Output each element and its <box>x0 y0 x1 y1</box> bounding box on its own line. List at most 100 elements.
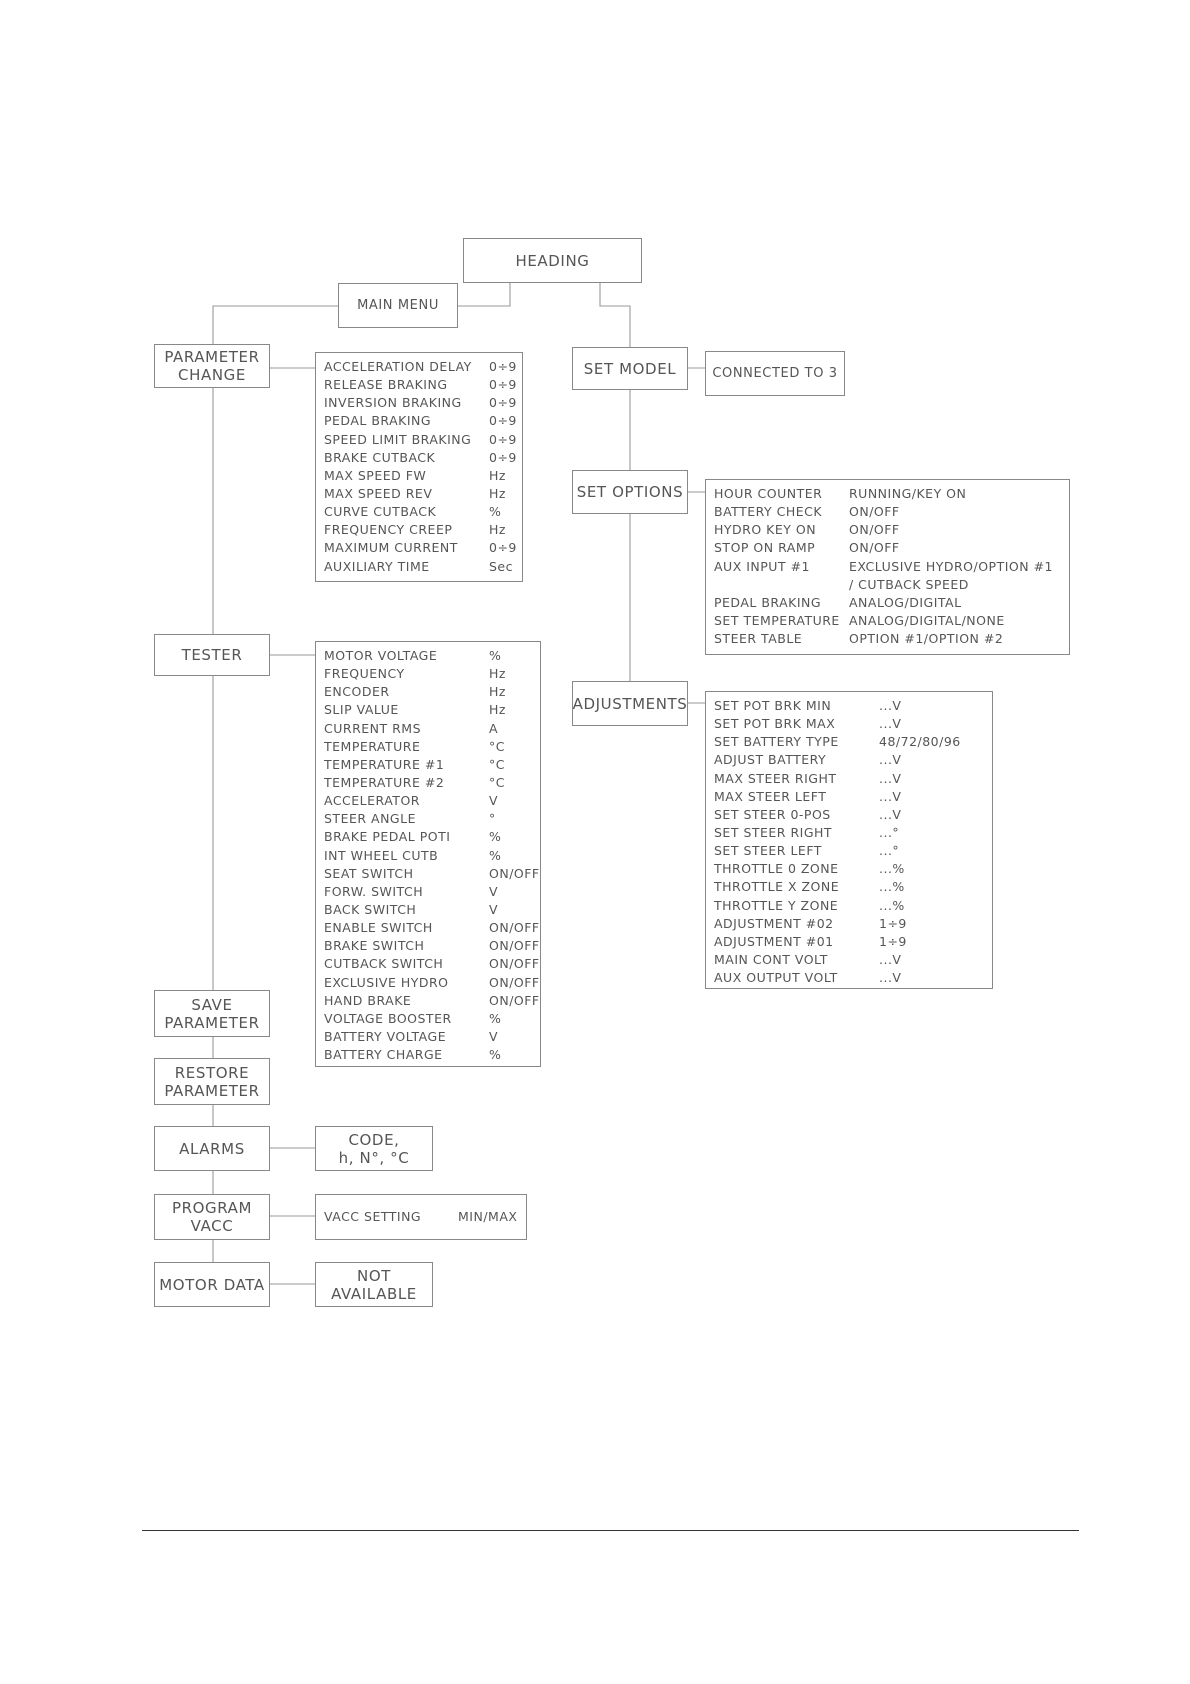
item-name: INVERSION BRAKING <box>324 395 462 411</box>
item-value: V <box>489 1028 499 1044</box>
item-value: ON/OFF <box>489 992 540 1008</box>
list-item: BATTERY CHARGE% <box>324 1047 540 1065</box>
item-value: ANALOG/DIGITAL <box>849 594 962 610</box>
list-item: ENCODER Hz <box>324 684 540 702</box>
item-value: °C <box>489 738 505 754</box>
item-name: BACK SWITCH <box>324 901 417 917</box>
detail-line: CODE, <box>348 1130 400 1149</box>
item-value: ON/OFF <box>849 540 900 556</box>
node-label-line: VACC <box>190 1217 234 1235</box>
list-item: SET POT BRK MAX...V <box>714 716 992 734</box>
list-item: MOTOR VOLTAGE% <box>324 648 540 666</box>
alarms-node: ALARMS <box>154 1126 270 1171</box>
item-name: SET STEER 0-POS <box>714 806 831 822</box>
item-value: ON/OFF <box>489 865 540 881</box>
item-value: ...° <box>879 824 900 840</box>
item-name: HYDRO KEY ON <box>714 522 817 538</box>
item-value: ...V <box>879 716 902 732</box>
node-label-line: MOTOR DATA <box>159 1275 265 1294</box>
list-item: THROTTLE Y ZONE...% <box>714 898 992 916</box>
node-label-line: SAVE <box>191 995 233 1014</box>
node-label-line: TESTER <box>181 646 243 664</box>
item-value: 0÷9 <box>489 413 517 429</box>
item-value: Hz <box>489 684 506 700</box>
node-label-line: PARAMETER <box>164 348 260 366</box>
node-label-line: PARAMETER <box>164 1081 260 1100</box>
item-name: SET TEMPERATURE <box>714 612 840 628</box>
list-item: INT WHEEL CUTB% <box>324 848 540 866</box>
item-value: V <box>489 901 499 917</box>
list-item: ADJUST BATTERY ...V <box>714 752 992 770</box>
heading-box: HEADING <box>463 238 642 283</box>
heading-label: HEADING <box>515 251 590 270</box>
item-value: Hz <box>489 666 506 682</box>
list-item: AUX OUTPUT VOLT...V <box>714 970 992 988</box>
list-item: MAX STEER LEFT...V <box>714 789 992 807</box>
item-value: RUNNING/KEY ON <box>849 486 967 501</box>
node-label-line: PROGRAM <box>171 1199 253 1217</box>
list-item: TEMPERATURE #2 °C <box>324 775 540 793</box>
item-name: TEMPERATURE <box>324 738 421 754</box>
item-value: Hz <box>489 485 506 501</box>
list-item: BATTERY VOLTAGE V <box>324 1029 540 1047</box>
list-item: ACCELERATOR V <box>324 793 540 811</box>
item-name: MAX SPEED FW <box>324 467 427 483</box>
node-label-line: CHANGE <box>178 366 246 384</box>
item-value: °C <box>489 774 505 790</box>
list-item: SET STEER LEFT...° <box>714 843 992 861</box>
item-value: ...V <box>879 806 902 822</box>
item-name: CURVE CUTBACK <box>324 504 437 520</box>
list-item: VOLTAGE BOOSTER% <box>324 1011 540 1029</box>
item-name: ENABLE SWITCH <box>324 920 433 936</box>
item-name: ENCODER <box>324 684 390 700</box>
item-name: THROTTLE Y ZONE <box>714 897 839 913</box>
detail-line: AVAILABLE <box>331 1284 417 1303</box>
alarms-detail-box: CODE, h, N°, °C <box>315 1126 433 1171</box>
detail-line: CONNECTED TO 3 <box>712 365 838 381</box>
item-value: 1÷9 <box>879 915 907 931</box>
list-item: / CUTBACK SPEED <box>714 577 1069 595</box>
node-label-line: SET MODEL <box>583 359 677 378</box>
item-value: ANALOG/DIGITAL/NONE <box>849 612 1005 628</box>
node-label-line: PARAMETER <box>164 1013 260 1032</box>
item-name: ACCELERATOR <box>324 793 420 809</box>
item-name: BRAKE SWITCH <box>324 938 425 954</box>
list-item: SET TEMPERATURE ANALOG/DIGITAL/NONE <box>714 613 1069 631</box>
item-value: ...° <box>879 843 900 859</box>
item-name: ADJUST BATTERY <box>714 752 827 768</box>
item-value: Hz <box>489 467 506 483</box>
item-name: BATTERY VOLTAGE <box>324 1028 447 1044</box>
item-value: OPTION #1/OPTION #2 <box>849 631 1004 647</box>
save-parameter-node: SAVE PARAMETER <box>154 990 270 1037</box>
item-value: % <box>489 829 502 845</box>
item-name: BRAKE PEDAL POTI <box>324 829 451 845</box>
item-value: ON/OFF <box>849 522 900 538</box>
adjustments-node: ADJUSTMENTS <box>572 681 688 726</box>
item-value: A <box>489 720 499 736</box>
item-value: % <box>489 1010 502 1026</box>
item-value: ° <box>489 811 496 827</box>
list-item: HYDRO KEY ON ON/OFF <box>714 522 1069 540</box>
item-value: ...V <box>879 752 902 768</box>
item-name: TEMPERATURE #2 <box>324 774 445 790</box>
item-name: RELEASE BRAKING <box>324 377 448 393</box>
item-value: V <box>489 793 499 809</box>
item-name: MAIN CONT VOLT <box>714 951 828 967</box>
list-item: MAX SPEED FW Hz <box>324 468 522 486</box>
tester-node: TESTER <box>154 634 270 676</box>
set-model-node: SET MODEL <box>572 347 688 390</box>
restore-parameter-node: RESTORE PARAMETER <box>154 1058 270 1105</box>
list-item: SET STEER 0-POS ...V <box>714 807 992 825</box>
item-name: BATTERY CHECK <box>714 504 823 520</box>
item-name: PEDAL BRAKING <box>714 594 822 610</box>
